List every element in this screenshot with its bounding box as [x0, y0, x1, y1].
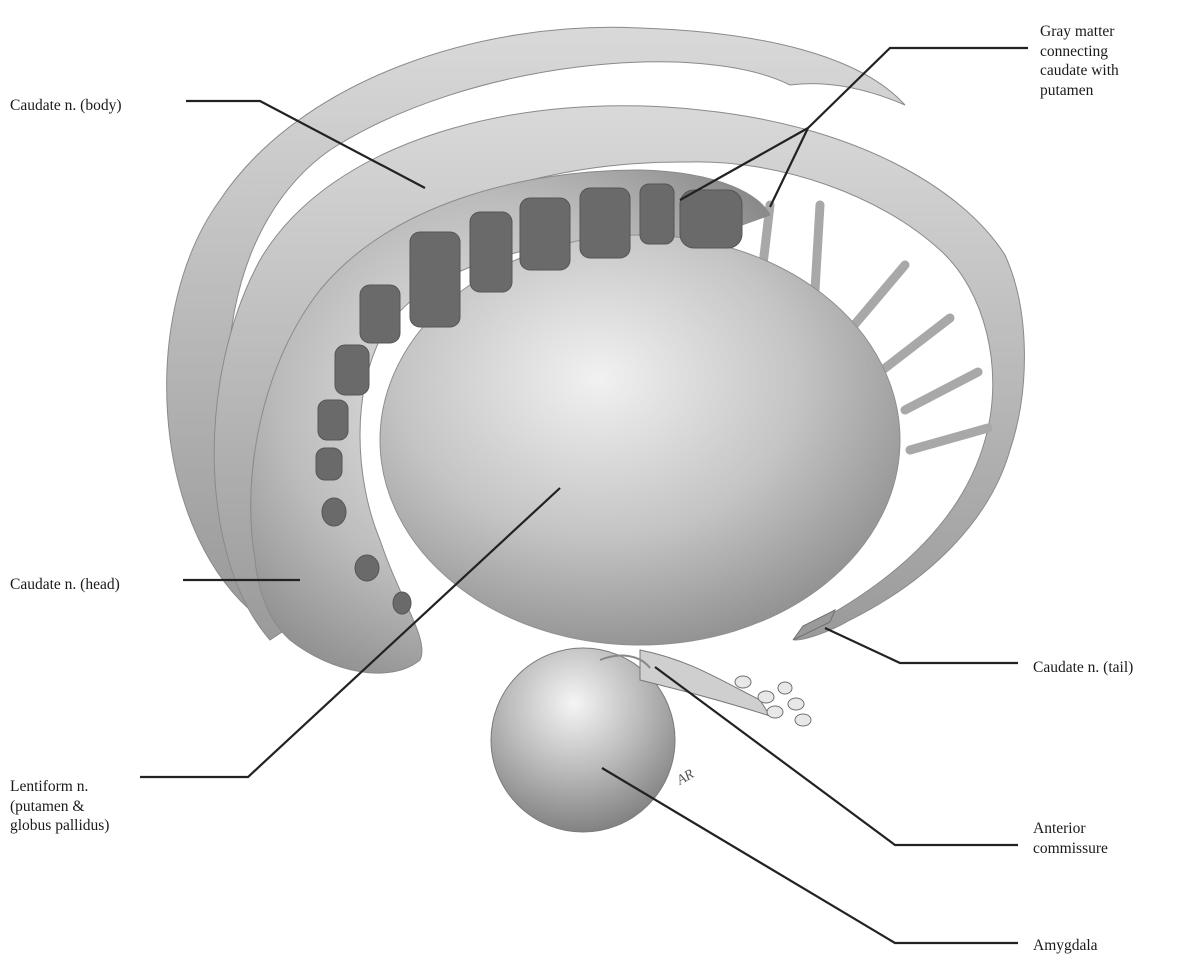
label-anterior-commissure: Anterior commissure	[1033, 819, 1108, 858]
leader-caudate-tail	[825, 628, 1018, 663]
label-caudate-head: Caudate n. (head)	[10, 575, 120, 595]
label-caudate-body: Caudate n. (body)	[10, 96, 121, 116]
leader-gray-matter	[808, 48, 1028, 128]
label-caudate-tail: Caudate n. (tail)	[1033, 658, 1133, 678]
label-lentiform-nucleus: Lentiform n. (putamen & globus pallidus)	[10, 777, 109, 836]
label-amygdala: Amygdala	[1033, 936, 1098, 956]
artist-signature: AR	[674, 767, 698, 789]
leader-amygdala	[602, 768, 1018, 943]
label-gray-matter: Gray matter connecting caudate with puta…	[1040, 22, 1119, 100]
